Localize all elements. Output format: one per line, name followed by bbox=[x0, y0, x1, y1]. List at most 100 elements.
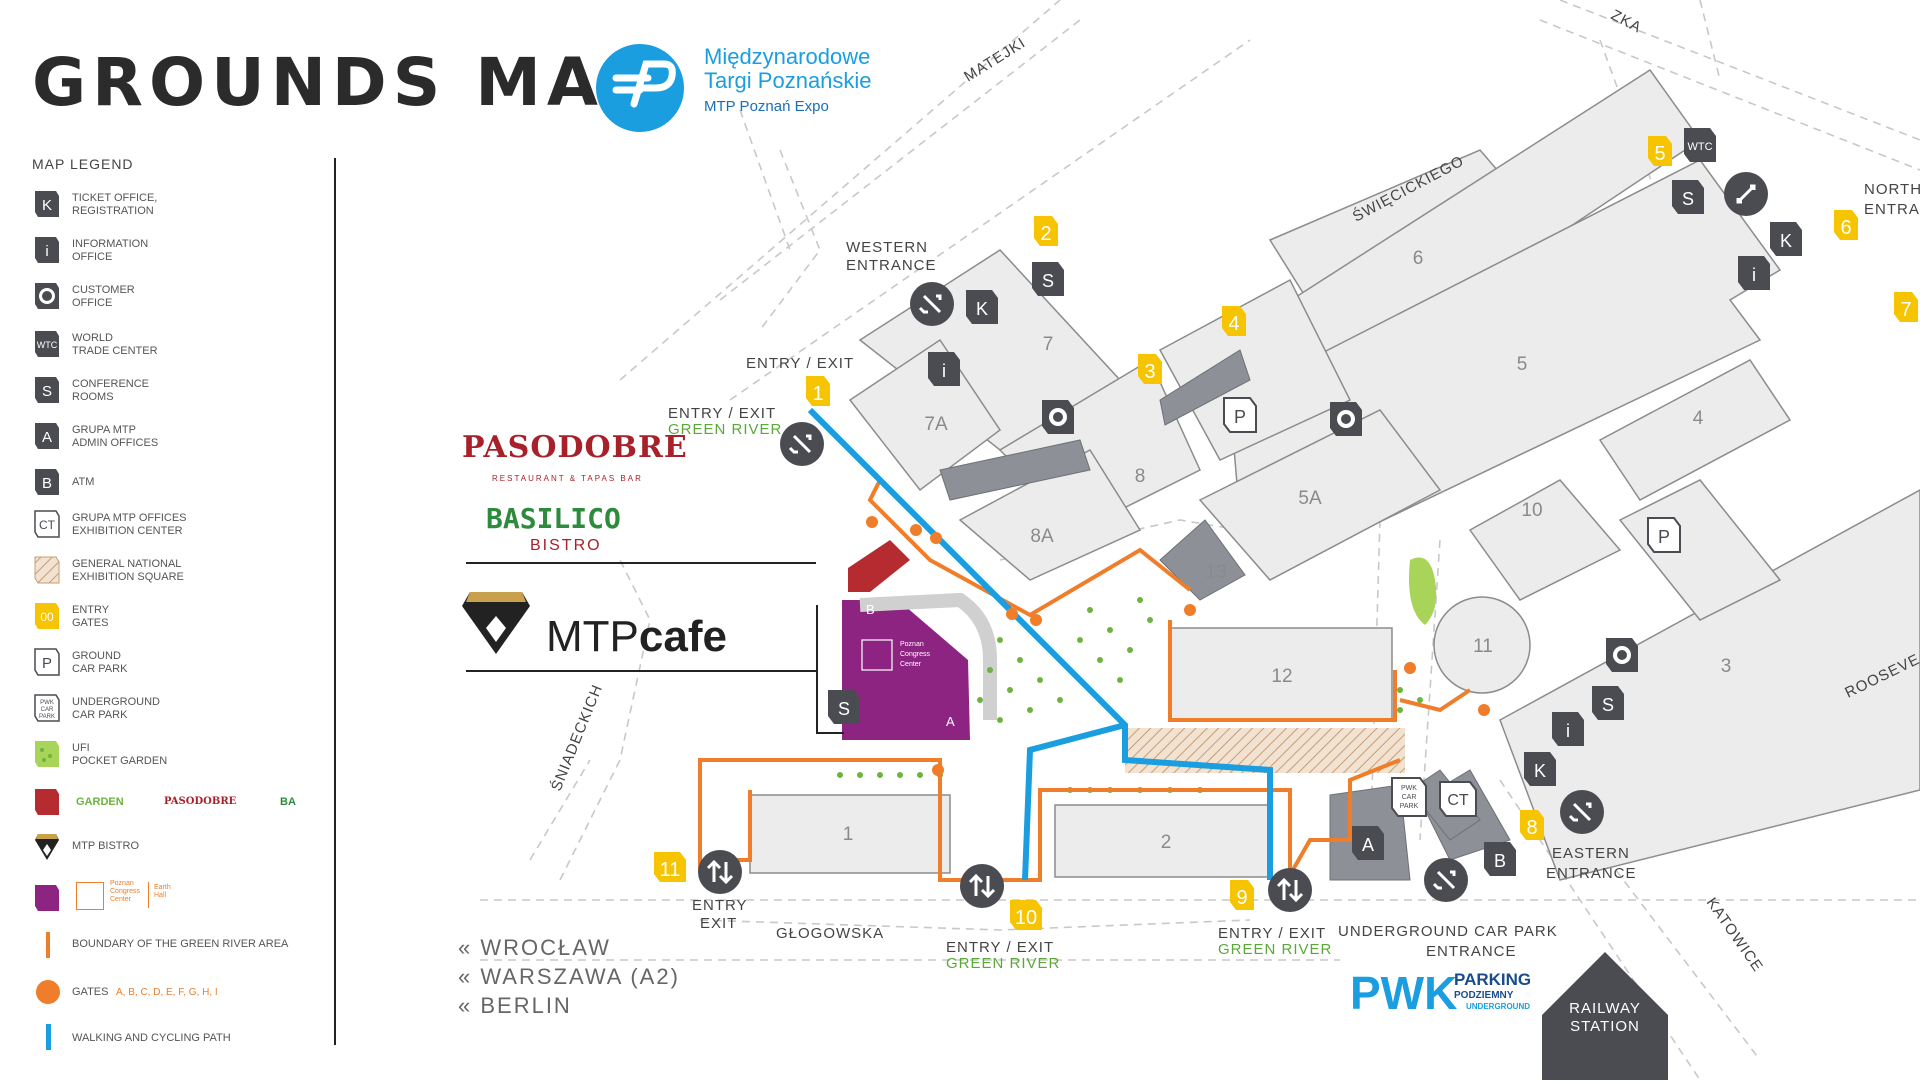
legend-label: CONFERENCE ROOMS bbox=[72, 378, 150, 403]
svg-text:CAR: CAR bbox=[41, 707, 54, 713]
entry-exit-icons bbox=[698, 172, 1768, 912]
pwk-podziemny: PODZIEMNY bbox=[1454, 990, 1514, 1001]
parking-icon: P bbox=[34, 648, 60, 676]
pasodobre-brand-small: PASODOBRE bbox=[164, 796, 237, 807]
page-title: GROUNDS MAP bbox=[32, 44, 659, 121]
svg-text:P: P bbox=[1658, 527, 1670, 547]
leader-line-1 bbox=[466, 562, 816, 564]
legend-title: MAP LEGEND bbox=[32, 156, 134, 172]
logo-line-2: Targi Poznańskie bbox=[704, 68, 872, 93]
svg-text:i: i bbox=[1566, 721, 1570, 741]
legend-item-ct: CT GRUPA MTP OFFICES EXHIBITION CENTER bbox=[32, 508, 332, 542]
street-katowice: KATOWICE bbox=[1703, 895, 1767, 976]
street-swiecickiego: ŚWIĘCICKIEGO bbox=[1349, 152, 1467, 226]
legend-label: BOUNDARY OF THE GREEN RIVER AREA bbox=[72, 938, 289, 950]
direction-warszawa: « WARSZAWA (A2) bbox=[458, 964, 680, 989]
pcc-white-mark bbox=[861, 639, 893, 671]
entry-exit-9-label: ENTRY / EXIT bbox=[1218, 925, 1326, 942]
legend-label: ENTRY GATES bbox=[72, 604, 110, 629]
legend-item-garden: UFI POCKET GARDEN bbox=[32, 738, 332, 772]
marker-customer-3 bbox=[1606, 638, 1638, 672]
svg-text:PARK: PARK bbox=[1400, 803, 1419, 810]
marker-K-west: K bbox=[966, 290, 998, 324]
legend-item-atm: B ATM bbox=[32, 466, 332, 500]
marker-customer-5 bbox=[1330, 402, 1362, 436]
street-bukowska: ZKA bbox=[1608, 7, 1644, 37]
gates-letters: A, B, C, D, E, F, G, H, I bbox=[116, 987, 218, 998]
direction-wroclaw: « WROCŁAW bbox=[458, 935, 611, 960]
svg-text:i: i bbox=[45, 243, 48, 260]
ct-icon: CT bbox=[34, 510, 60, 538]
hall-P2 bbox=[1618, 479, 1782, 621]
orange-line-icon bbox=[46, 932, 50, 958]
pwk-car-park-label: PWK bbox=[1401, 785, 1417, 792]
conference-icon: S bbox=[35, 377, 59, 403]
restaurant-building bbox=[848, 540, 910, 592]
marker-S-pcc: S bbox=[828, 690, 860, 724]
legend-item-gates-letters: GATES A, B, C, D, E, F, G, H, I bbox=[32, 978, 332, 1012]
svg-text:K: K bbox=[42, 197, 52, 214]
gate-8: 8 bbox=[1526, 817, 1537, 839]
legend-label: CUSTOMER OFFICE bbox=[72, 284, 135, 309]
outline-markers: P P CT PWK CAR PARK bbox=[1223, 397, 1681, 817]
customer-office-icon bbox=[35, 283, 59, 309]
pcc-label: Poznan Congress Center bbox=[110, 880, 140, 903]
street-sniadeckich: ŚNIADECKICH bbox=[547, 681, 606, 793]
marker-A: A bbox=[1352, 826, 1384, 860]
pasodobre-logo: PASODOBRE bbox=[462, 430, 688, 465]
legend-item-customer-office: CUSTOMER OFFICE bbox=[32, 280, 332, 314]
hall-10 bbox=[1468, 479, 1622, 601]
service-markers: K S i S WTC S K i S i K A B bbox=[828, 128, 1802, 876]
legend-label: GENERAL NATIONAL EXHIBITION SQUARE bbox=[72, 558, 184, 583]
legend-item-car-park: P GROUND CAR PARK bbox=[32, 646, 332, 680]
green-river-10-label: GREEN RIVER bbox=[946, 955, 1060, 972]
ticket-office-icon: K bbox=[35, 191, 59, 217]
svg-text:K: K bbox=[976, 299, 988, 319]
blue-line-icon bbox=[46, 1024, 51, 1050]
green-river-label: GREEN RIVER bbox=[668, 421, 782, 438]
marker-i-west: i bbox=[928, 352, 960, 386]
wtc-icon: WTC bbox=[35, 331, 59, 357]
legend-label: INFORMATION OFFICE bbox=[72, 238, 149, 263]
legend-item-information: i INFORMATION OFFICE bbox=[32, 234, 332, 268]
legend-label: WORLD TRADE CENTER bbox=[72, 332, 158, 357]
svg-text:S: S bbox=[42, 383, 52, 400]
mtp-logo-icon bbox=[596, 44, 684, 132]
marker-K-north: K bbox=[1770, 222, 1802, 256]
legend-divider bbox=[334, 158, 336, 1045]
svg-text:A: A bbox=[42, 429, 52, 446]
legend-label: MTP BISTRO bbox=[72, 840, 140, 852]
pwk-parking: PARKING bbox=[1454, 970, 1532, 989]
legend-item-conference: S CONFERENCE ROOMS bbox=[32, 374, 332, 408]
hall-label-8: 8 bbox=[1135, 466, 1146, 487]
legend-item-pcc: Poznan Congress Center Earth Hall bbox=[32, 880, 332, 916]
north-entrance-2: ENTRA bbox=[1864, 201, 1920, 218]
svg-text:Congress: Congress bbox=[900, 651, 930, 658]
pcc-separator bbox=[148, 882, 149, 908]
marker-S-west: S bbox=[1032, 262, 1064, 296]
marker-i-north: i bbox=[1738, 256, 1770, 290]
earth-hall-label: Earth Hall bbox=[154, 884, 171, 899]
atm-icon: B bbox=[35, 469, 59, 495]
svg-text:B: B bbox=[1494, 851, 1506, 871]
gate-11: 11 bbox=[660, 859, 681, 881]
entry-exit-11-a: ENTRY bbox=[692, 897, 748, 914]
orange-dot-icon bbox=[36, 980, 60, 1004]
hall-7A bbox=[848, 338, 1002, 492]
gate-10: 10 bbox=[1015, 907, 1037, 929]
hall-12 bbox=[1169, 627, 1393, 721]
gate-6: 6 bbox=[1840, 217, 1851, 239]
hall-label-1: 1 bbox=[843, 824, 854, 845]
arrow-icons bbox=[706, 184, 1756, 903]
railway-label: RAILWAY STATION bbox=[1569, 1000, 1641, 1035]
street-glogowska: GŁOGOWSKA bbox=[776, 925, 884, 942]
hall-1 bbox=[749, 794, 951, 874]
hall-label-12: 12 bbox=[1271, 666, 1292, 687]
gate-7: 7 bbox=[1900, 299, 1911, 321]
marker-i-east: i bbox=[1552, 712, 1584, 746]
railway-station: RAILWAY STATION bbox=[1540, 950, 1670, 1080]
pwk-logo: PWK PARKING PODZIEMNY UNDERGROUND bbox=[1350, 962, 1580, 1022]
